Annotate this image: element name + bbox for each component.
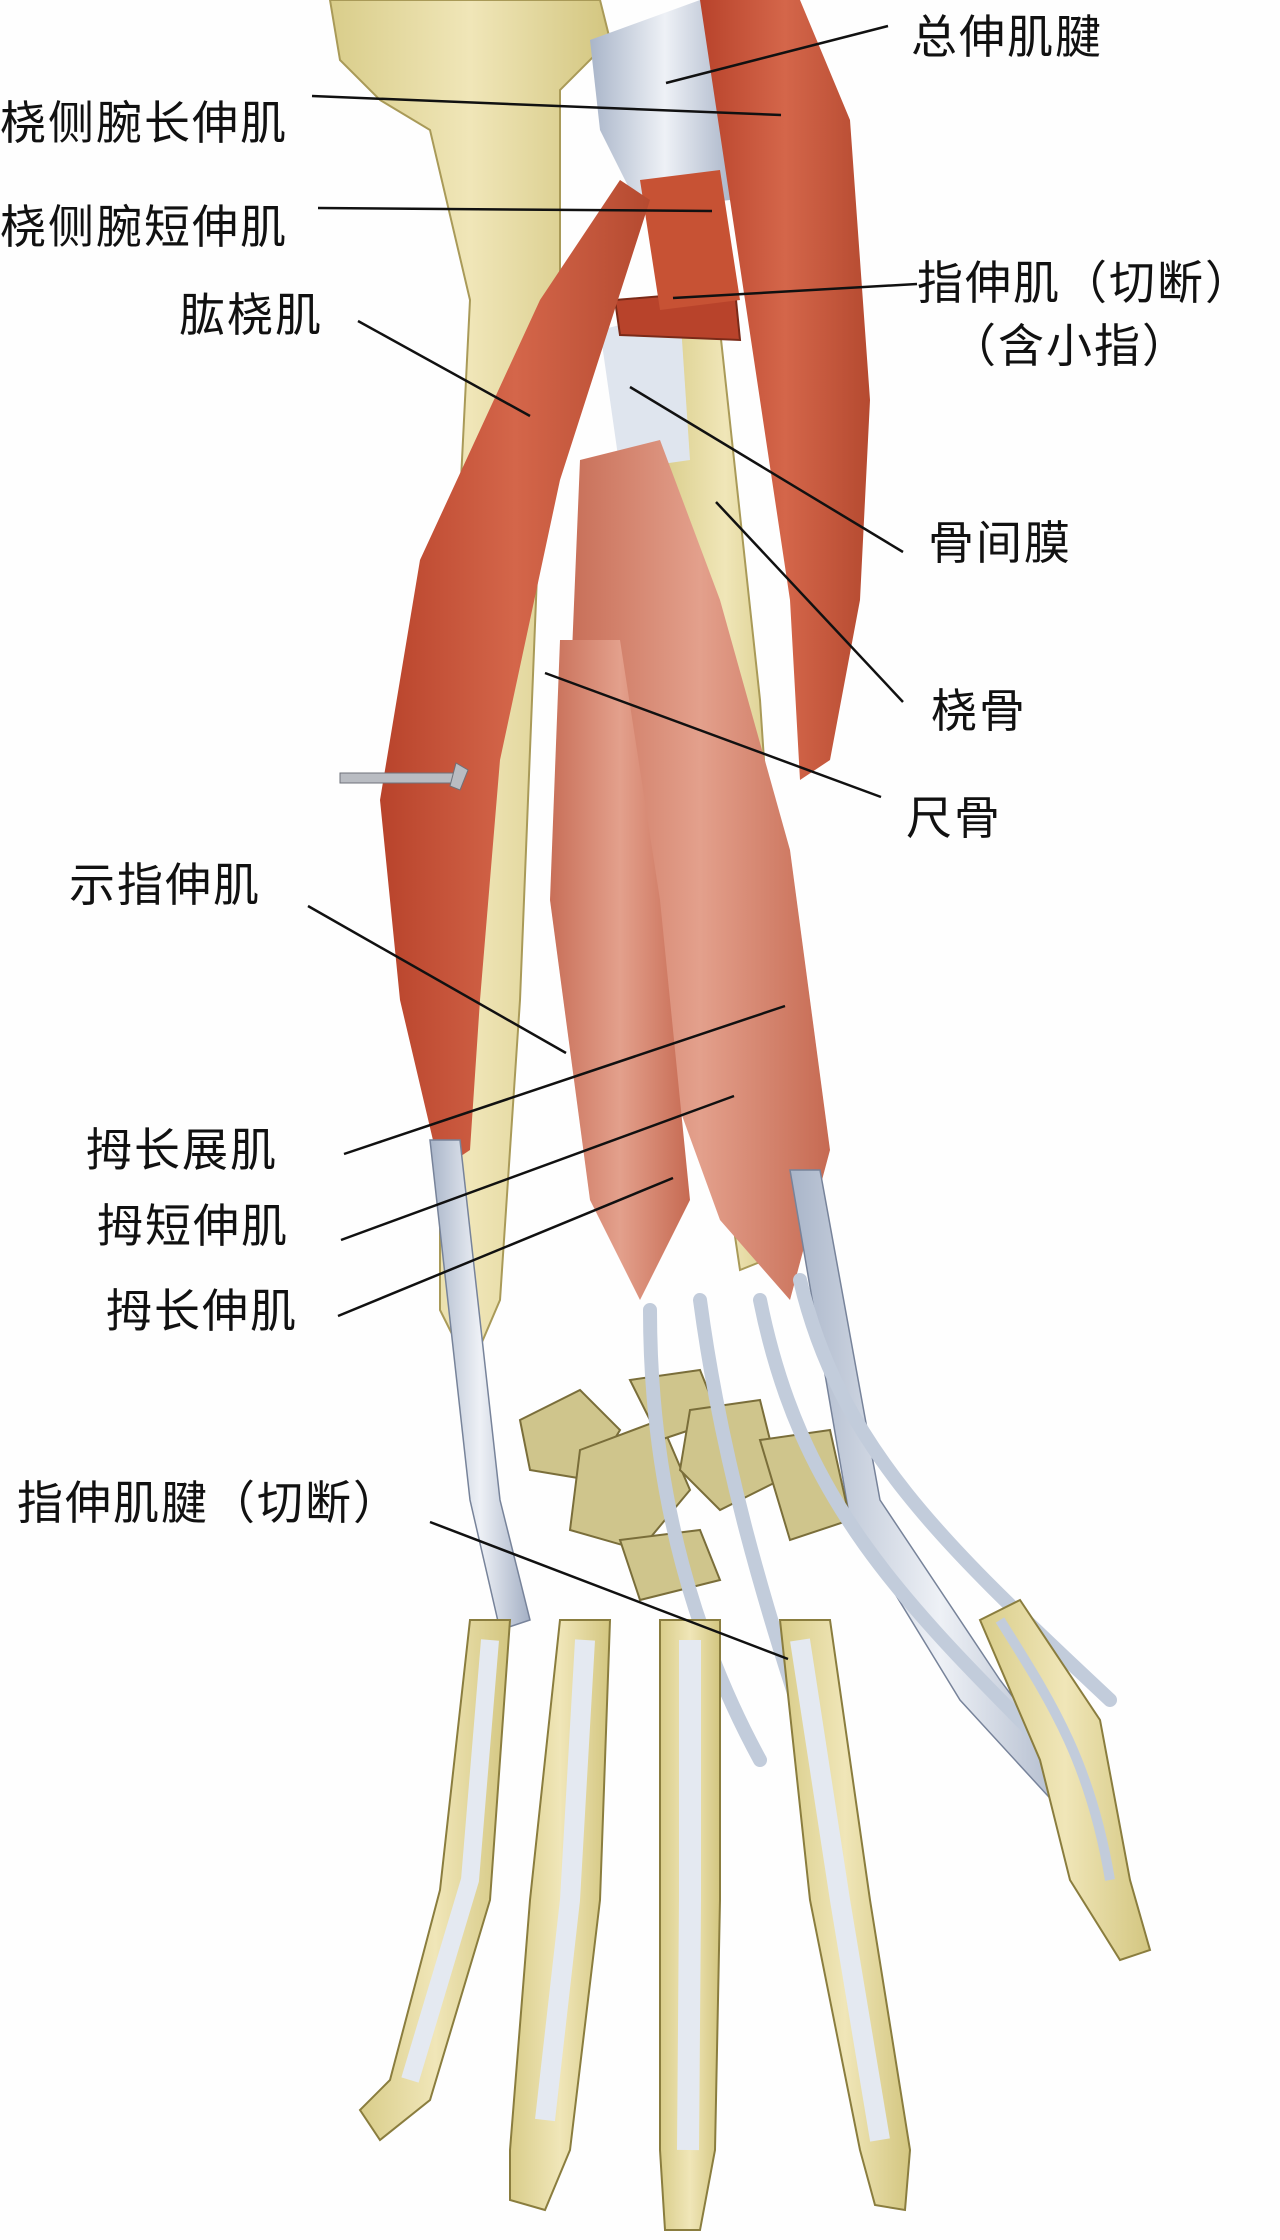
label-epb: 拇短伸肌 [97,1199,289,1253]
deep-thumb-muscles [570,440,830,1300]
leader-line-extensor-digitorum-cut [672,282,918,300]
label-ed-tendon-cut: 指伸肌腱（切断） [17,1476,401,1530]
apl-tendon [429,1139,531,1631]
interosseous-membrane-shape [600,310,690,470]
label-ecrb: 桡侧腕短伸肌 [0,200,288,254]
metal-probe [339,762,469,791]
leader-lines [307,24,918,1661]
ring-finger [509,1619,612,2212]
label-radius: 桡骨 [931,684,1027,738]
label-interosseous-membrane: 骨间膜 [928,516,1072,570]
leader-line-interosseous-membrane [629,385,904,554]
leader-line-common-extensor-tendon [665,24,889,85]
label-incl-little-finger: （含小指） [950,319,1190,373]
index-finger [778,1619,912,2212]
leader-line-ed-tendon-cut [429,1520,789,1661]
leader-line-ecrl [311,94,782,117]
label-brachioradialis: 肱桡肌 [179,288,323,342]
leader-line-apl [343,1004,786,1156]
common-extensor-tendon-shape [590,0,740,210]
fingers [358,1619,912,2231]
label-apl: 拇长展肌 [86,1123,278,1177]
leader-line-extensor-indicis [307,904,567,1055]
extensor-indicis-muscle [550,640,690,1300]
thumb [978,1598,1152,1962]
label-common-extensor-tendon: 总伸肌腱 [911,10,1103,64]
little-finger [358,1619,512,2142]
middle-finger [659,1619,721,2231]
leader-line-radius [715,501,904,703]
leader-line-ecrb [317,206,713,213]
leader-line-brachioradialis [357,319,531,418]
label-extensor-indicis: 示指伸肌 [69,858,261,912]
leader-line-epl [337,1176,674,1318]
label-extensor-digitorum-cut: 指伸肌（切断） [917,256,1253,310]
label-epl: 拇长伸肌 [106,1284,298,1338]
label-ulna: 尺骨 [906,791,1002,845]
ecrb-muscle [640,170,740,310]
leader-line-epb [340,1094,735,1242]
label-ecrl: 桡侧腕长伸肌 [0,96,288,150]
brachioradialis-muscle [380,180,650,1170]
extensor-digitorum-muscle [700,0,870,780]
leader-line-ulna [544,671,882,799]
